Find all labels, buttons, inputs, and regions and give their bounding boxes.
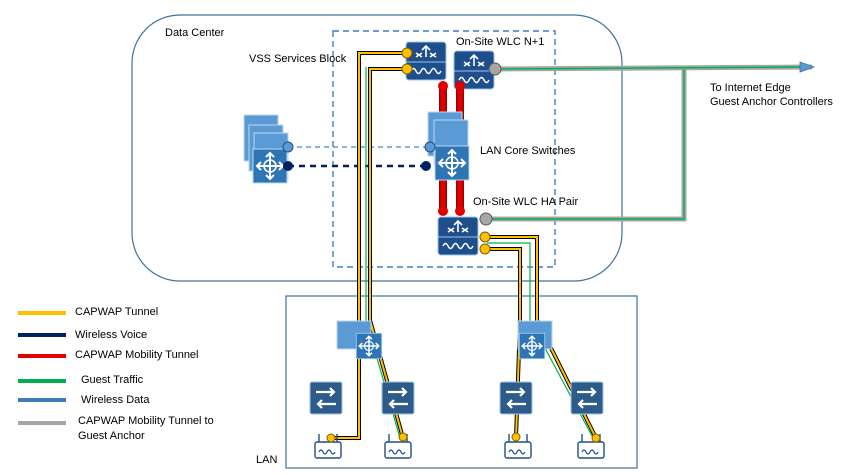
lan-core-switch-icon — [427, 111, 470, 181]
mobility-port — [455, 206, 465, 216]
access-switch-icon — [498, 380, 534, 416]
mobility-port — [455, 81, 465, 91]
ap-capwap-port — [398, 432, 408, 442]
anchor-port — [479, 212, 493, 226]
legend-label-wireless-data: Wireless Data — [81, 394, 150, 406]
access-switch-icon — [308, 380, 344, 416]
vss-wlc-icon — [405, 41, 447, 81]
data-center-boundary — [131, 14, 623, 282]
wireless-voice-port-left — [283, 161, 293, 171]
capwap-port — [479, 243, 491, 255]
legend-label-mobility-to-anchor-2: Guest Anchor — [78, 430, 145, 442]
legend-swatch-mobility-to-anchor — [18, 421, 66, 425]
wireless-data-port-core — [424, 141, 436, 153]
legend-swatch-capwap-mobility — [18, 354, 66, 358]
mobility-port — [438, 81, 448, 91]
capwap-tunnels-right — [485, 235, 598, 439]
mobility-port — [438, 206, 448, 216]
legend-label-capwap-mobility: CAPWAP Mobility Tunnel — [75, 349, 199, 361]
legend-label-wireless-voice: Wireless Voice — [75, 329, 148, 341]
ap-capwap-port — [511, 432, 521, 442]
lan-label: LAN — [256, 454, 278, 466]
lan-distribution-switch-left — [336, 320, 383, 360]
legend-label-capwap: CAPWAP Tunnel — [75, 306, 159, 318]
anchor-port — [488, 62, 502, 76]
capwap-tunnels-left — [331, 51, 406, 440]
guest-anchor-tunnel-ha — [486, 69, 687, 222]
capwap-port — [479, 231, 491, 243]
access-switch-icon — [569, 380, 605, 416]
guest-anchor-tunnel-n1 — [494, 61, 816, 73]
legend-label-guest-traffic: Guest Traffic — [81, 374, 144, 386]
vss-services-block-label: VSS Services Block — [249, 53, 347, 65]
internet-edge-label-1: To Internet Edge — [710, 82, 791, 94]
wireless-data-port-left — [282, 141, 294, 153]
lan-distribution-switch-right — [517, 320, 553, 360]
wireless-voice-port-core — [421, 161, 431, 171]
ap-capwap-port — [326, 433, 336, 443]
capwap-port — [401, 47, 413, 59]
internet-edge-label-2: Guest Anchor Controllers — [710, 96, 833, 108]
lan-boundary — [285, 295, 638, 469]
legend-swatch-wireless-voice — [18, 333, 66, 337]
legend-swatch-wireless-data — [18, 398, 66, 402]
legend-swatch-capwap — [18, 311, 66, 315]
capwap-port — [401, 63, 413, 75]
lan-core-switches-label: LAN Core Switches — [480, 145, 576, 157]
onsite-wlc-n1-label: On-Site WLC N+1 — [456, 36, 545, 48]
ap-capwap-port — [591, 433, 601, 443]
legend-label-mobility-to-anchor-1: CAPWAP Mobility Tunnel to — [78, 415, 214, 427]
vss-services-block-boundary — [332, 30, 556, 268]
onsite-wlc-ha-pair-icon — [437, 216, 479, 256]
access-switch-icon — [380, 380, 416, 416]
legend-swatch-guest-traffic — [18, 379, 66, 383]
onsite-wlc-ha-pair-label: On-Site WLC HA Pair — [473, 196, 579, 208]
data-center-label: Data Center — [165, 27, 225, 39]
server-stack-icon — [243, 114, 289, 184]
